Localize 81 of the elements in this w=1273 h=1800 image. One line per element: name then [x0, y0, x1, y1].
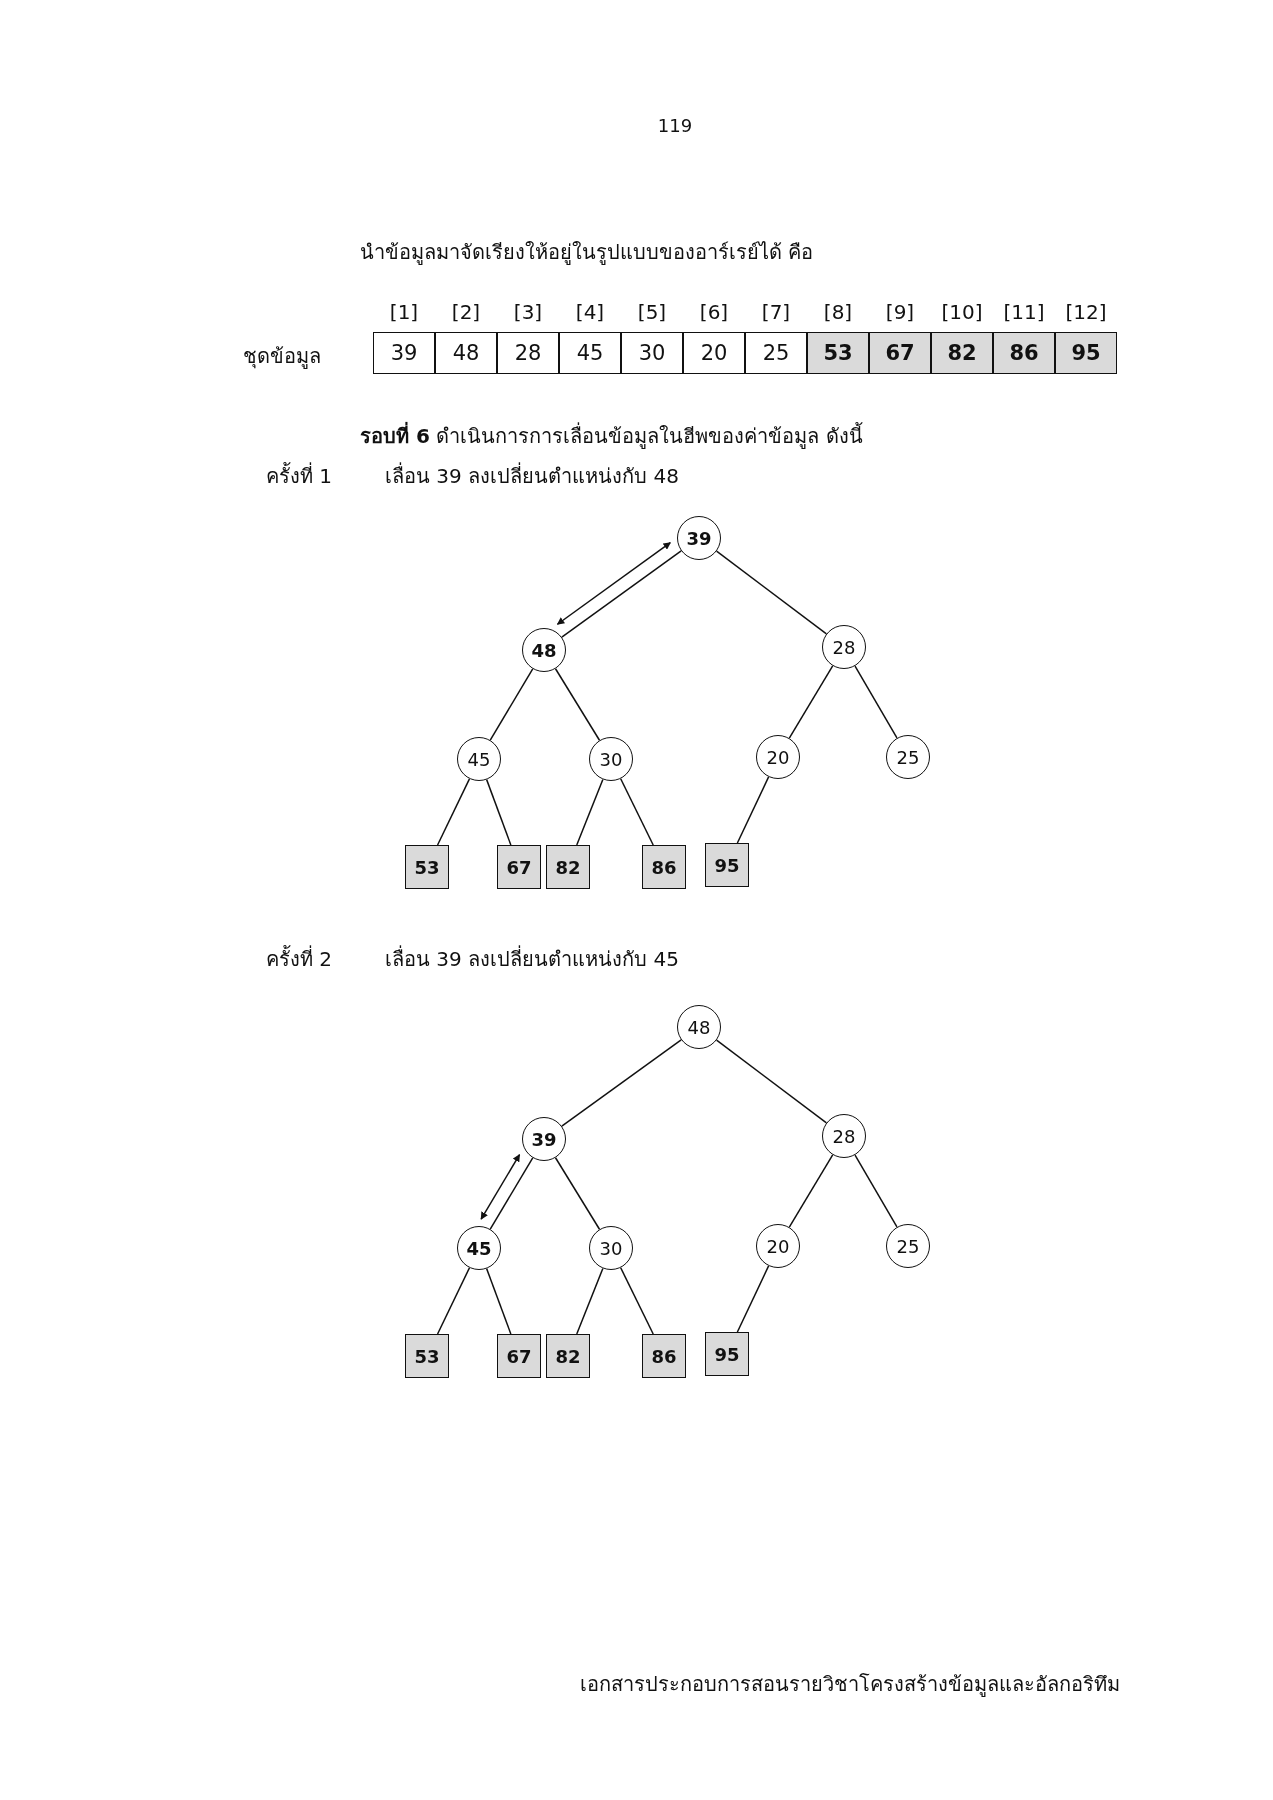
heap-node-circle: 25: [886, 735, 930, 779]
tree-edge: [854, 665, 898, 739]
array-cell: 95: [1055, 332, 1117, 374]
sorted-node-box: 86: [642, 845, 686, 889]
array-index: [11]: [1002, 300, 1046, 324]
heap-node-circle: 20: [756, 1224, 800, 1268]
array-index: [8]: [822, 300, 854, 324]
heap-node-circle: 48: [677, 1005, 721, 1049]
array-cell: 28: [497, 332, 559, 374]
array-cell: 25: [745, 332, 807, 374]
sorted-node-box: 67: [497, 845, 541, 889]
heap-node-circle: 28: [822, 625, 866, 669]
tree-edge: [436, 778, 471, 846]
tree-edge: [485, 778, 512, 846]
tree-edge: [554, 1157, 601, 1230]
array-index: [9]: [884, 300, 916, 324]
heap-node-circle: 45: [457, 737, 501, 781]
sorted-node-box: 82: [546, 1334, 590, 1378]
heap-node-circle: 45: [457, 1226, 501, 1270]
tree-edge: [489, 1157, 534, 1230]
step-description: เลื่อน 39 ลงเปลี่ยนตำแหน่งกับ 45: [385, 944, 679, 973]
array-index: [6]: [698, 300, 730, 324]
round-heading: รอบที่ 6 ดำเนินการการเลื่อนข้อมูลในฮีพของค่าข้อมูล ดังนี้: [360, 421, 863, 451]
array-index: [3]: [512, 300, 544, 324]
tree-edge: [489, 668, 534, 741]
tree-edge: [736, 776, 770, 844]
array-cell: 86: [993, 332, 1055, 374]
array-cell: 30: [621, 332, 683, 374]
heap-node-circle: 39: [522, 1117, 566, 1161]
tree-edge: [715, 1039, 828, 1124]
array-cell: 39: [373, 332, 435, 374]
tree-edge: [736, 1265, 770, 1333]
array-index: [7]: [760, 300, 792, 324]
row-label: ชุดข้อมูล: [243, 343, 321, 371]
heap-node-circle: 25: [886, 1224, 930, 1268]
tree-edge: [619, 778, 654, 846]
tree-edge: [788, 1154, 834, 1228]
tree-edge: [561, 1039, 682, 1127]
tree-edge: [561, 550, 682, 638]
page-number: 119: [657, 115, 693, 136]
array-cell: 82: [931, 332, 993, 374]
tree-edge: [619, 1267, 654, 1335]
heap-node-circle: 28: [822, 1114, 866, 1158]
array-cell: 67: [869, 332, 931, 374]
swap-arrow: [556, 541, 672, 625]
sorted-node-box: 95: [705, 843, 749, 887]
heap-node-circle: 30: [589, 1226, 633, 1270]
heap-node-circle: 20: [756, 735, 800, 779]
footer-text: เอกสารประกอบการสอนรายวิชาโครงสร้างข้อมูลและอัลกอริทึม: [580, 1671, 1120, 1699]
array-index: [10]: [940, 300, 984, 324]
step-description: เลื่อน 39 ลงเปลี่ยนตำแหน่งกับ 48: [385, 461, 679, 490]
tree-edge: [715, 550, 828, 635]
tree-edge: [854, 1154, 898, 1228]
array-index: [4]: [574, 300, 606, 324]
array-index: [12]: [1064, 300, 1108, 324]
tree-edge: [788, 665, 834, 739]
array-index: [2]: [450, 300, 482, 324]
tree-edge: [576, 778, 604, 846]
swap-arrow: [480, 1153, 521, 1220]
array-cell: 20: [683, 332, 745, 374]
heap-node-circle: 39: [677, 516, 721, 560]
heap-node-circle: 48: [522, 628, 566, 672]
array-cell: 53: [807, 332, 869, 374]
array-index: [5]: [636, 300, 668, 324]
sorted-node-box: 95: [705, 1332, 749, 1376]
tree-edge: [576, 1267, 604, 1335]
sorted-node-box: 67: [497, 1334, 541, 1378]
step-label: ครั้งที่ 1: [266, 461, 333, 490]
sorted-node-box: 53: [405, 1334, 449, 1378]
sorted-node-box: 82: [546, 845, 590, 889]
tree-edge: [436, 1267, 471, 1335]
sorted-node-box: 86: [642, 1334, 686, 1378]
array-cell: 45: [559, 332, 621, 374]
sorted-node-box: 53: [405, 845, 449, 889]
tree-edge: [554, 668, 601, 741]
heap-node-circle: 30: [589, 737, 633, 781]
step-label: ครั้งที่ 2: [266, 944, 333, 973]
array-index: [1]: [388, 300, 420, 324]
tree-edge: [485, 1267, 512, 1335]
array-cell: 48: [435, 332, 497, 374]
intro-text: นำข้อมูลมาจัดเรียงให้อยู่ในรูปแบบของอาร์เรย์ได้ คือ: [360, 239, 814, 267]
